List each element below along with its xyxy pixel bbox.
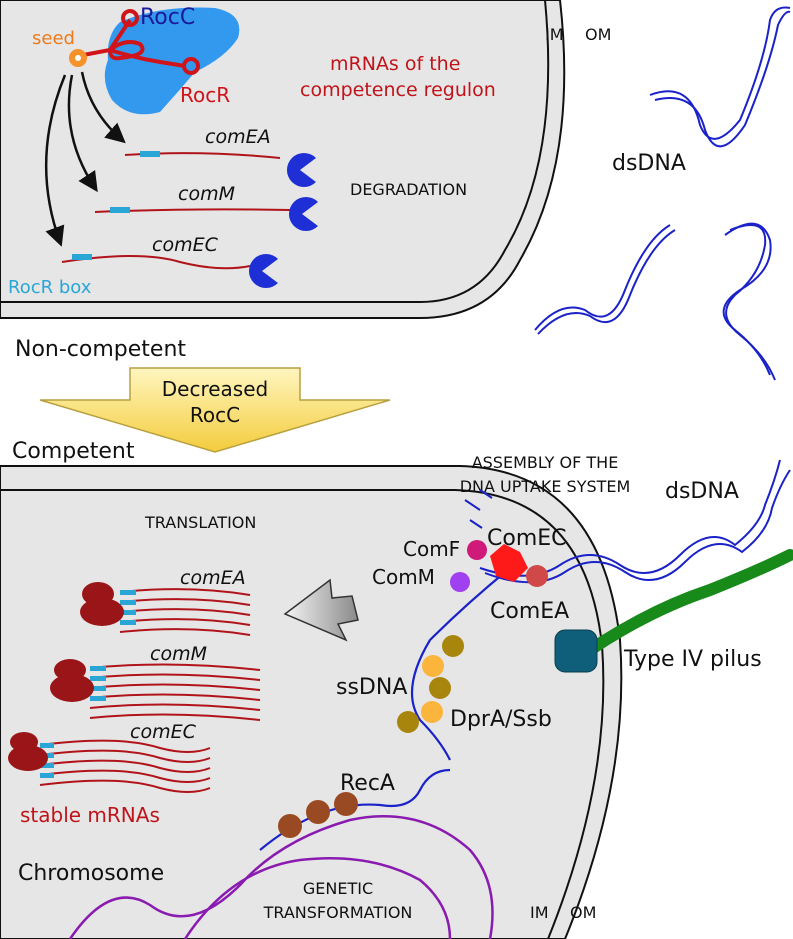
ribosome-icon [50, 674, 94, 702]
mrnas-label-line1: mRNAs of the [330, 53, 460, 75]
dpra-label: DprA/Ssb [450, 707, 552, 732]
translation-label: TRANSLATION [144, 513, 256, 532]
im-label-bottom: IM [530, 903, 549, 922]
comf-protein [467, 540, 487, 560]
assembly-dashes [464, 489, 493, 529]
seed-label: seed [32, 28, 75, 49]
rocr-box-bundle [120, 590, 136, 625]
decreased-rocc-arrow [39, 367, 391, 453]
rocr-box-mark [72, 254, 92, 260]
arrow-label-line1: Decreased [162, 377, 268, 401]
reca-proteins [278, 792, 358, 838]
dpra-ssb-proteins [397, 635, 464, 733]
mrnas-label-line2: competence regulon [300, 79, 496, 101]
dsdna-label-bottom: dsDNA [665, 479, 739, 504]
nuclease-icon [286, 153, 316, 187]
pilus-base [554, 629, 598, 673]
mrna-comec-top [61, 254, 251, 270]
genetic-transformation-line1: GENETIC [303, 879, 373, 898]
assembly-label-line1: ASSEMBLY OF THE [472, 453, 619, 472]
gene-label-comec-top: comEC [152, 234, 219, 256]
im-label-top: IM [545, 25, 564, 44]
ssdna-strand [410, 559, 521, 761]
mrna-comm-top [94, 207, 291, 213]
noncompetent-cell [0, 0, 566, 319]
nuclease-icon [248, 254, 278, 288]
mrna-comea-top [124, 151, 281, 159]
comea-label: ComEA [490, 599, 569, 624]
ssdna-label: ssDNA [336, 675, 407, 700]
rocr-box-mark [110, 207, 130, 213]
om-label-top: OM [585, 25, 611, 44]
rocr-label: RocR [180, 83, 230, 107]
gene-label-comea-top: comEA [205, 126, 271, 148]
competent-label: Competent [12, 439, 135, 464]
ribosome-icon [8, 745, 48, 771]
rocc-label: RocC [140, 5, 195, 30]
comf-label: ComF [403, 537, 460, 561]
rocr-rna [77, 9, 200, 75]
rocr-box-mark [140, 151, 160, 157]
stable-mrna-bundle-comm [89, 663, 261, 721]
gene-label-comm-bottom: comM [150, 643, 207, 665]
nuclease-icon [288, 197, 318, 231]
assembly-label-line2: DNA UPTAKE SYSTEM [460, 477, 631, 496]
ribosome-icon [80, 598, 124, 626]
chromosome [68, 815, 494, 939]
extracellular-dsdna [534, 6, 791, 381]
stable-mrnas-label: stable mRNAs [20, 803, 160, 827]
translation-arrow [283, 578, 359, 642]
noncompetent-label: Non-competent [15, 337, 186, 362]
pilus-label: Type IV pilus [623, 647, 762, 672]
gene-label-comm-top: comM [178, 183, 235, 205]
comec-protein [490, 544, 528, 582]
om-label-bottom: OM [570, 903, 596, 922]
gene-label-comec-bottom: comEC [130, 721, 197, 743]
stable-mrna-bundle-comec [39, 739, 211, 793]
rocc-protein [104, 7, 240, 115]
reca-label: RecA [340, 771, 395, 796]
targeting-arrows [44, 71, 126, 247]
comm-label: ComM [372, 565, 435, 589]
genetic-transformation-line2: TRANSFORMATION [263, 903, 413, 922]
dsdna-label-top: dsDNA [612, 151, 686, 176]
chromosome-label: Chromosome [18, 861, 164, 886]
comea-protein [526, 565, 548, 587]
incoming-dsdna [479, 459, 791, 584]
recombination-dna [259, 768, 451, 851]
rocr-box-label: RocR box [8, 277, 92, 298]
arrow-label-line2: RocC [190, 403, 240, 427]
rocr-box-bundle [90, 666, 106, 701]
comm-protein [450, 572, 470, 592]
comec-label: ComEC [487, 526, 567, 551]
gene-label-comea-bottom: comEA [180, 567, 246, 589]
type-iv-pilus [584, 549, 793, 656]
degradation-label: DEGRADATION [350, 180, 467, 199]
